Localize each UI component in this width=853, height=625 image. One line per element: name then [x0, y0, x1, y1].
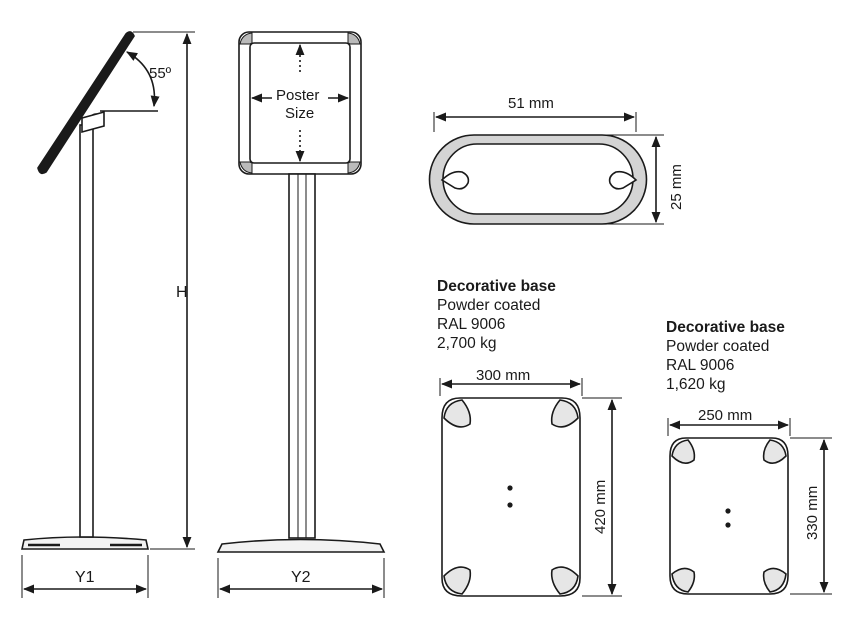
small-base-spec: Decorative base Powder coated RAL 9006 1…	[666, 318, 785, 394]
small-base	[667, 418, 832, 595]
stand2-pole	[288, 173, 316, 539]
tilted-frame	[37, 31, 135, 175]
tilted-stand	[21, 31, 195, 598]
small-base-plate	[669, 437, 789, 595]
small-base-width-label: 250 mm	[698, 407, 752, 424]
profile-inner	[442, 143, 634, 215]
large-base-width-label: 300 mm	[476, 367, 530, 384]
upright-stand	[216, 31, 386, 598]
small-base-title: Decorative base	[666, 319, 785, 336]
stand2-base	[216, 538, 386, 553]
large-base-weight: 2,700 kg	[437, 335, 497, 352]
poster-size-label-1: Poster	[276, 87, 319, 104]
poster-size-label-2: Size	[285, 105, 314, 122]
small-base-depth-label: 330 mm	[804, 486, 821, 540]
angle-label: 55º	[149, 65, 172, 82]
y1-label: Y1	[75, 569, 95, 586]
small-base-finish: Powder coated	[666, 338, 770, 355]
profile-width-label: 51 mm	[508, 95, 554, 112]
large-base-title: Decorative base	[437, 278, 556, 295]
stand1-pole	[79, 124, 94, 538]
small-base-weight: 1,620 kg	[666, 376, 726, 393]
small-base-color: RAL 9006	[666, 357, 735, 374]
poster-frame-inner	[249, 42, 351, 164]
large-base	[439, 378, 622, 597]
pole-profile	[428, 112, 664, 225]
profile-height-label: 25 mm	[668, 164, 685, 210]
stand1-base	[21, 536, 149, 550]
large-base-finish: Powder coated	[437, 297, 541, 314]
large-base-plate	[441, 397, 581, 597]
y2-label: Y2	[291, 569, 311, 586]
large-base-depth-label: 420 mm	[592, 480, 609, 534]
large-base-spec: Decorative base Powder coated RAL 9006 2…	[437, 277, 556, 353]
large-base-color: RAL 9006	[437, 316, 506, 333]
height-label: H	[176, 284, 188, 301]
